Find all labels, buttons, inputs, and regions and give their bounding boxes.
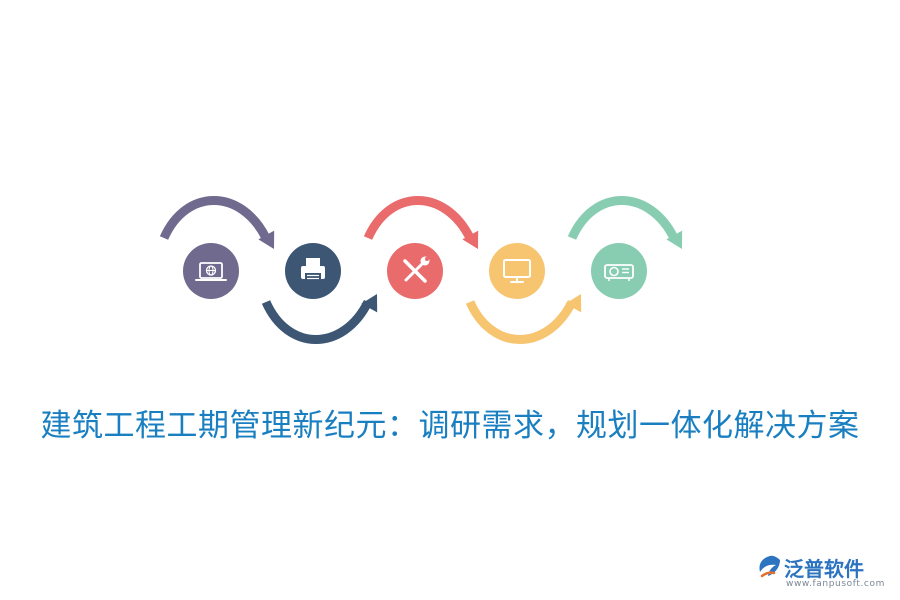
logo-url: www.fanpusoft.com	[786, 579, 885, 589]
curved-arrow-4	[465, 299, 577, 344]
brand-logo: 泛普软件 www.fanpusoft.com	[756, 552, 886, 592]
monitor-icon	[503, 259, 531, 283]
arrow-head-5	[666, 230, 683, 249]
logo-brand: 泛普软件	[784, 557, 864, 581]
tools-icon	[403, 256, 430, 283]
step-circle-5	[591, 243, 647, 299]
curved-arrow-1	[159, 196, 271, 241]
page-title: 建筑工程工期管理新纪元：调研需求，规划一体化解决方案	[40, 408, 860, 444]
curved-arrow-5	[567, 196, 679, 241]
logo-mark-icon	[759, 555, 780, 578]
curved-arrow-3	[363, 196, 475, 241]
step-circle-4	[489, 243, 545, 299]
projector-icon	[604, 264, 634, 281]
arrow-head-1	[258, 230, 275, 249]
printer-icon	[301, 258, 325, 281]
process-diagram	[159, 196, 683, 344]
arrow-head-2	[361, 294, 378, 313]
arrow-head-4	[565, 294, 582, 313]
browser-window-icon	[195, 262, 227, 281]
curved-arrow-2	[261, 299, 373, 344]
arrow-head-3	[462, 230, 479, 249]
